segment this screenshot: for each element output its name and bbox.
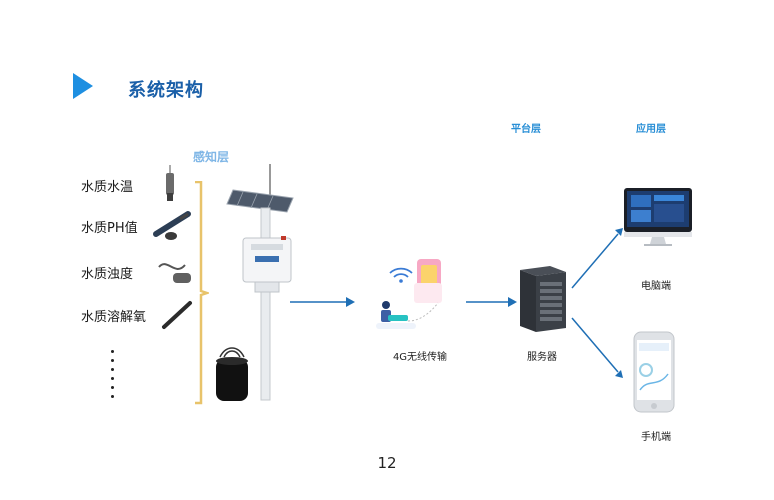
arrow-to-server [466, 297, 517, 307]
sensor-label-turbidity: 水质浊度 [81, 267, 134, 282]
platform-layer-label: 平台层 [511, 124, 541, 135]
perception-layer-label: 感知层 [193, 150, 230, 164]
arrows-to-clients [571, 228, 623, 378]
dissolved-oxygen-probe-icon [162, 301, 192, 329]
arrow-to-wireless [290, 297, 355, 307]
sensor-label-temperature: 水质水温 [81, 180, 134, 195]
wireless-transmission-icon [376, 259, 442, 329]
sensor-label-dissolved-oxygen: 水质溶解氧 [81, 310, 147, 325]
monitoring-station-pole-icon [226, 164, 294, 401]
phone-caption: 手机端 [641, 432, 671, 443]
title-marker-icon [73, 73, 93, 99]
server-caption: 服务器 [527, 352, 557, 363]
temperature-probe-icon [166, 165, 174, 201]
sensor-canister-icon [216, 347, 248, 401]
sensor-bracket [195, 181, 209, 405]
ph-probe-icon [153, 211, 191, 240]
server-icon [520, 266, 566, 332]
turbidity-probe-icon [158, 263, 191, 283]
page-title: 系统架构 [128, 80, 204, 101]
computer-monitor-icon [624, 188, 692, 246]
computer-caption: 电脑端 [641, 281, 671, 292]
wireless-caption: 4G无线传输 [392, 352, 448, 363]
more-sensors-ellipsis [111, 350, 115, 404]
sensor-label-ph: 水质PH值 [81, 221, 138, 236]
application-layer-label: 应用层 [636, 124, 666, 135]
page-number: 12 [377, 454, 397, 472]
mobile-phone-icon [633, 331, 675, 413]
